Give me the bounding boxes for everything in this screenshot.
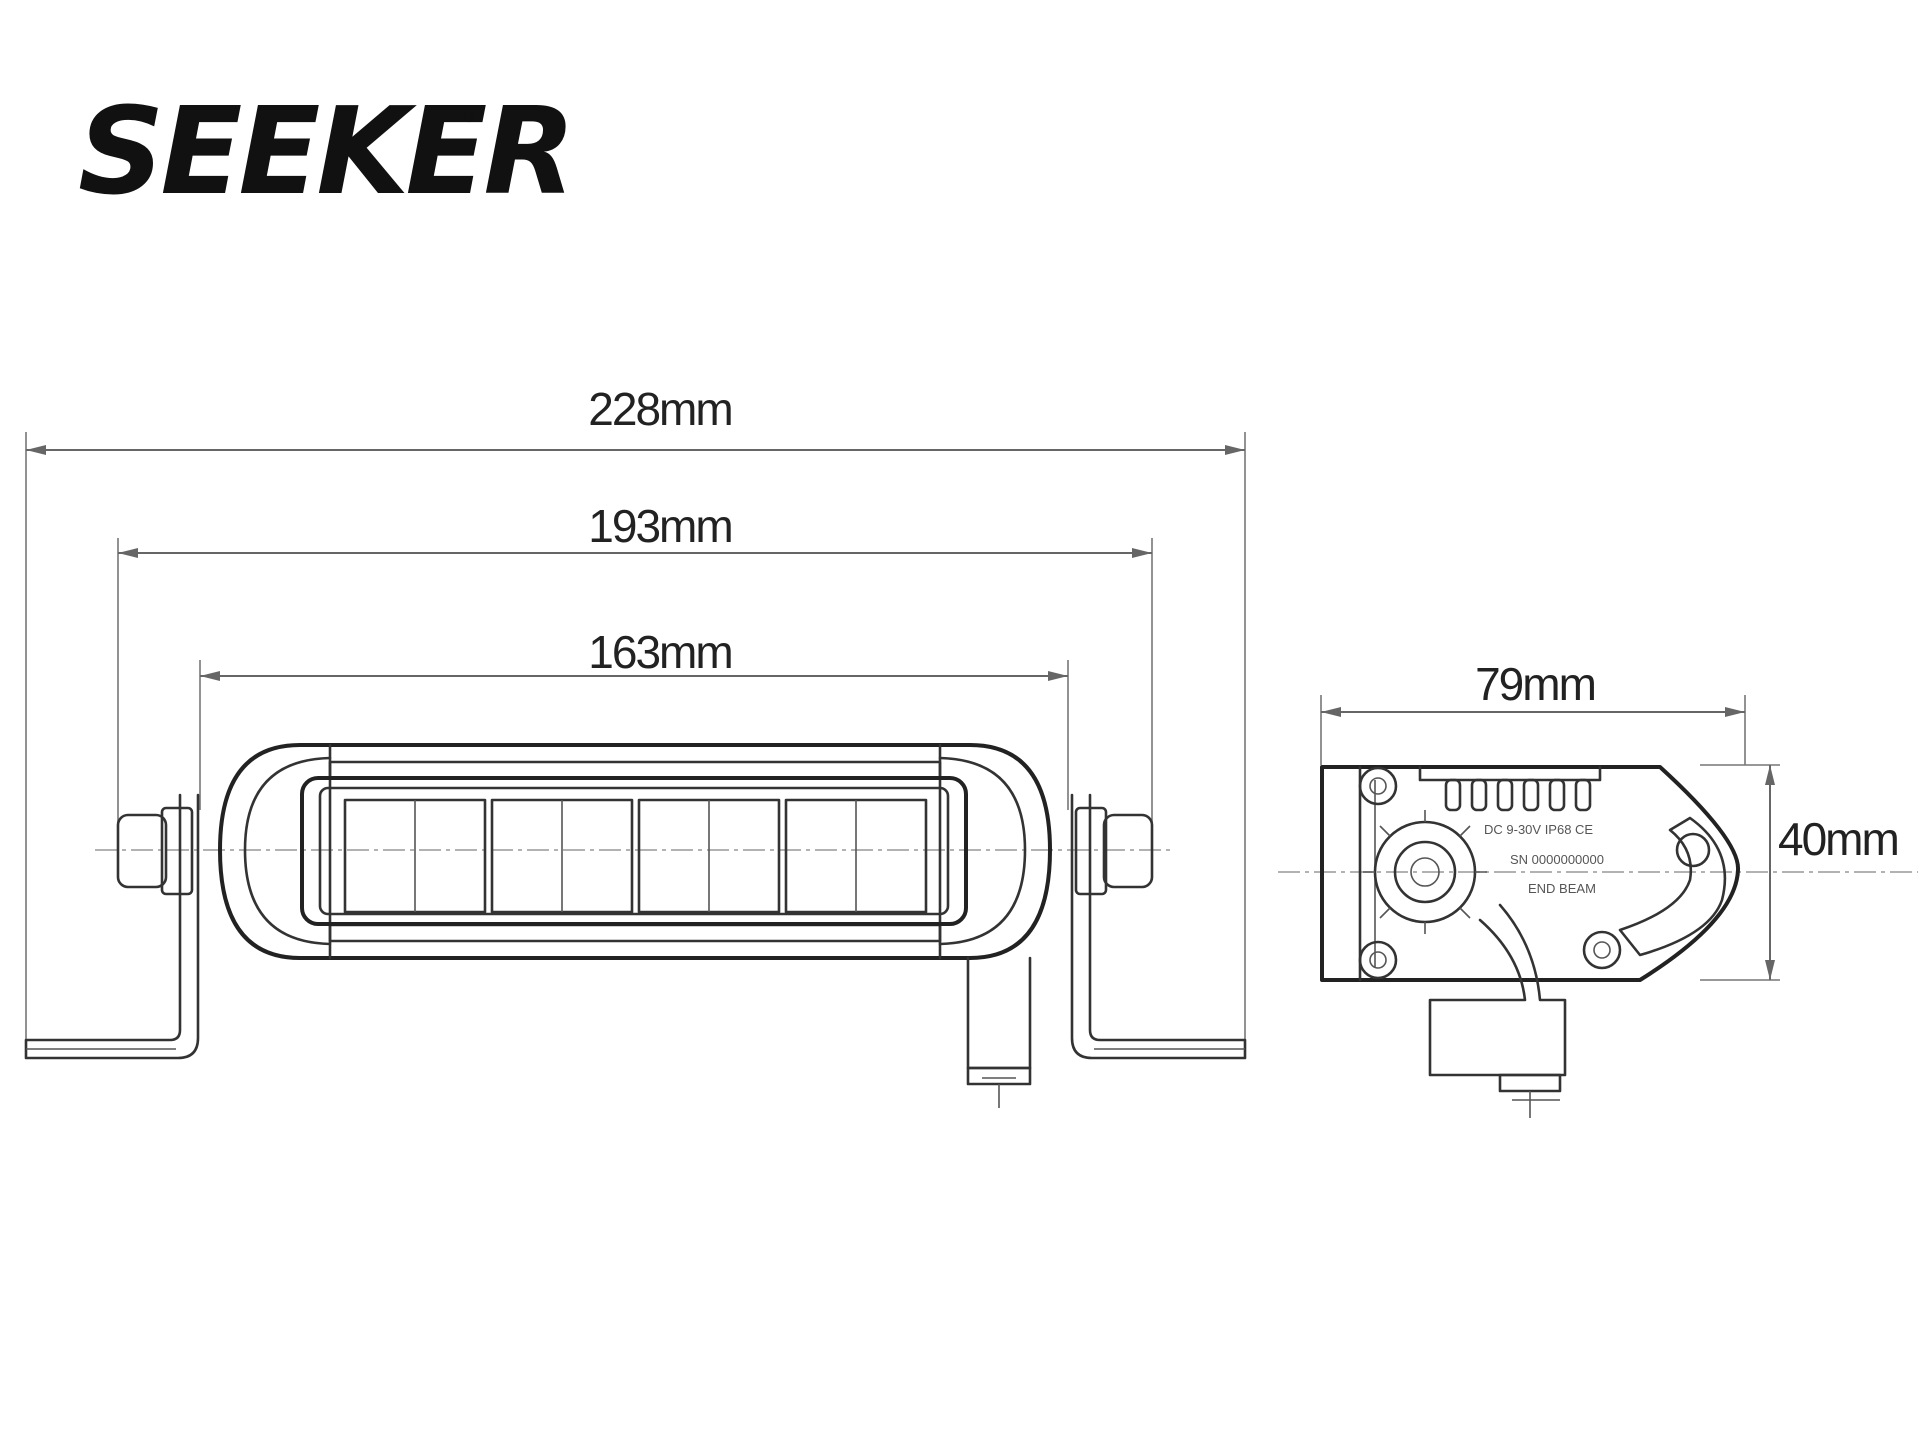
side-label-serial: SN 0000000000 (1510, 852, 1604, 867)
dimension-depth: 79mm (1320, 658, 1746, 765)
side-view: 79mm 40mm (1278, 658, 1918, 1118)
front-view: 228mm 193mm 163mm (24, 383, 1247, 1108)
overall-width-label: 228mm (588, 383, 731, 435)
mounting-width-label: 193mm (588, 500, 731, 552)
dimension-overall-width: 228mm (25, 383, 1246, 1058)
side-profile-body: DC 9-30V IP68 CE SN 0000000000 END BEAM (1320, 765, 1741, 982)
depth-label: 79mm (1475, 658, 1595, 710)
lens-width-label: 163mm (588, 626, 731, 678)
right-bracket (1070, 793, 1247, 1060)
side-label-beam: END BEAM (1528, 881, 1596, 896)
side-cable-gland (1428, 903, 1567, 1118)
side-label-spec: DC 9-30V IP68 CE (1484, 822, 1593, 837)
brand-name: SEEKER (78, 83, 572, 222)
dimension-lens-width: 163mm (199, 626, 1069, 810)
cable-gland (966, 956, 1032, 1108)
brand-logo: SEEKER ® (78, 83, 576, 222)
dimension-height: 40mm (1700, 764, 1900, 981)
registered-mark: ® (462, 110, 476, 126)
height-label: 40mm (1778, 813, 1898, 865)
light-housing (218, 743, 1052, 960)
dimension-mounting-width: 193mm (117, 500, 1153, 850)
left-bracket (24, 793, 200, 1060)
